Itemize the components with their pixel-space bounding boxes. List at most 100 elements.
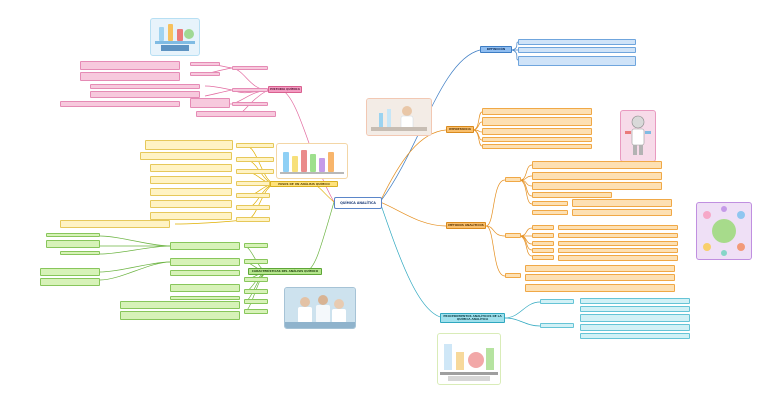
central-topic[interactable]: QUÍMICA ANALÍTICA [334,197,382,209]
metodos-detail [525,274,675,281]
historia-subnode[interactable] [232,66,268,70]
branch-importancia[interactable]: IMPORTANCIA [446,126,474,133]
branch-metodos[interactable]: MÉTODOS ANALÍTICOS [446,222,486,229]
branch-procedimientos[interactable]: PROCEDIMIENTOS ANALÍTICOS DE LA QUÍMICA … [440,313,505,323]
pasos-detail [150,164,232,172]
historia-detail [80,72,180,81]
pasos-detail [150,188,232,196]
procedimientos-detail [580,333,690,339]
metodos-detail [558,255,678,261]
pasos-step[interactable] [236,169,274,174]
caracteristicas-detail [40,268,100,276]
importancia-detail [482,137,592,142]
metodos-detail [532,201,568,206]
metodos-detail [532,233,554,238]
caracteristicas-detail [120,301,240,309]
pasos-detail [150,200,232,208]
caracteristicas-detail [46,233,100,237]
caracteristicas-detail [60,251,100,255]
pasos-detail [60,220,170,228]
caracteristicas-detail [170,258,240,266]
metodos-detail [532,210,568,215]
metodos-detail [525,265,675,272]
caracteristicas-item[interactable] [244,259,268,264]
caracteristicas-detail [46,240,100,248]
scientists-team-image [284,287,356,329]
importancia-detail [482,144,592,149]
metodos-detail [532,248,554,253]
branch-definicion[interactable]: DEFINICIÓN [480,46,512,53]
pasos-detail [150,212,232,220]
procedimientos-detail [580,324,690,331]
historia-detail [196,111,276,117]
caracteristicas-detail [170,284,240,292]
procedimientos-detail [580,314,690,322]
procedimientos-detail [580,306,690,312]
historia-detail [190,62,220,66]
historia-detail [90,91,200,98]
historia-detail [80,61,180,70]
procedimientos-item[interactable] [540,323,574,328]
caracteristicas-detail [170,242,240,250]
scientist-lab-image [366,98,432,136]
pasos-step[interactable] [236,157,274,162]
metodos-detail [532,192,612,198]
caracteristicas-item[interactable] [244,309,268,314]
pasos-detail [140,152,232,160]
pasos-step[interactable] [236,217,270,222]
caracteristicas-detail [170,270,240,276]
historia-detail [190,98,230,108]
robot-scientist-image [620,110,656,162]
pasos-step[interactable] [236,193,270,198]
metodos-detail [558,233,678,238]
pasos-detail [150,176,232,184]
definicion-detail [518,39,636,45]
colored-beakers-image [276,143,348,179]
lab-equipment-image [150,18,200,56]
caracteristicas-item[interactable] [244,243,268,248]
caracteristicas-detail [120,311,240,320]
historia-detail [190,72,220,76]
lab-illustration-image [437,333,501,385]
importancia-detail [482,108,592,115]
procedimientos-detail [580,298,690,304]
branch-historia[interactable]: HISTORIA QUÍMICA [268,86,302,93]
definicion-detail [518,47,636,53]
caracteristicas-item[interactable] [244,299,268,304]
metodos-detail [572,209,672,216]
metodos-detail [572,199,672,207]
branch-caracteristicas[interactable]: CARACTERÍSTICAS DEL ANÁLISIS QUÍMICO [248,268,322,275]
historia-detail [60,101,180,107]
metodos-category[interactable] [505,177,521,182]
metodos-category[interactable] [505,233,521,238]
metodos-detail [532,172,662,180]
importancia-detail [482,117,592,126]
pasos-step[interactable] [236,143,274,148]
caracteristicas-item[interactable] [244,277,268,282]
historia-subnode[interactable] [232,102,268,106]
pasos-step[interactable] [236,181,270,186]
analysis-icons-image [696,202,752,260]
metodos-detail [525,284,675,292]
procedimientos-item[interactable] [540,299,574,304]
metodos-category[interactable] [505,273,521,278]
caracteristicas-detail [170,296,240,300]
metodos-detail [558,248,678,253]
pasos-step[interactable] [236,205,270,210]
definicion-detail [518,56,636,66]
caracteristicas-detail [40,278,100,286]
caracteristicas-item[interactable] [244,289,268,294]
branch-pasos[interactable]: PASOS DE UN ANÁLISIS QUÍMICO [270,181,338,187]
metodos-detail [558,225,678,230]
metodos-detail [558,241,678,246]
importancia-detail [482,128,592,135]
metodos-detail [532,255,554,260]
pasos-detail [145,140,233,150]
historia-subnode[interactable] [232,88,268,92]
metodos-detail [532,225,554,230]
metodos-detail [532,241,554,246]
metodos-detail [532,182,662,190]
historia-detail [90,84,200,89]
metodos-detail [532,161,662,169]
